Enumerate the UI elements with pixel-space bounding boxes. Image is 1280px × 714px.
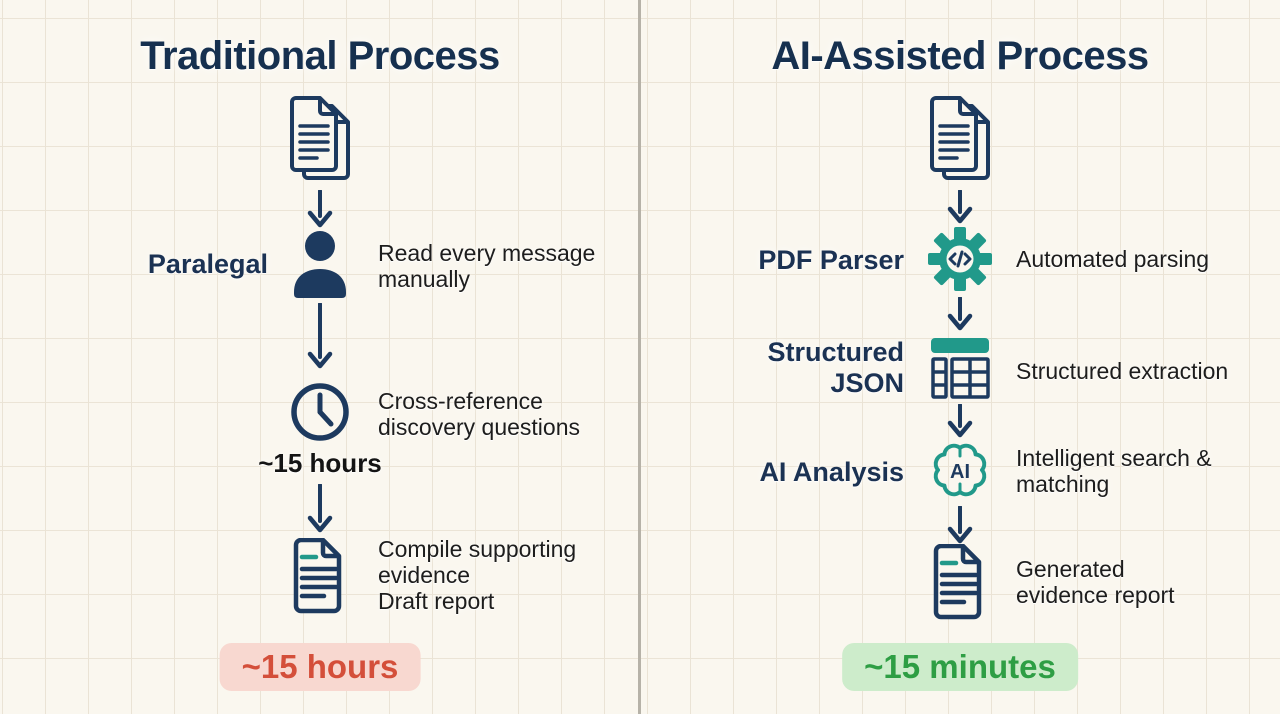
step-description: Compile supporting evidence Draft report xyxy=(378,536,593,614)
documents-stack-icon xyxy=(288,96,356,189)
person-icon xyxy=(290,230,350,303)
structured-json-label-text: Structured JSON xyxy=(767,337,904,399)
document-report-icon xyxy=(931,543,989,625)
down-arrow-icon xyxy=(947,403,973,443)
clock-icon xyxy=(289,381,351,448)
total-time-badge-ai: ~15 minutes xyxy=(842,643,1078,691)
down-arrow-icon xyxy=(307,189,333,233)
paralegal-label: Paralegal xyxy=(147,249,268,279)
structured-json-label: Structured JSON xyxy=(680,337,904,399)
right-column-title: AI-Assisted Process xyxy=(771,34,1149,78)
step-description: Read every message manually xyxy=(378,240,596,292)
table-icon xyxy=(930,336,990,405)
step-description: Automated parsing xyxy=(1016,246,1210,272)
document-report-icon xyxy=(291,537,349,619)
step-description: Cross-reference discovery questions xyxy=(378,388,580,440)
brain-ai-icon: AI xyxy=(927,438,993,507)
step-description: Structured extraction xyxy=(1016,358,1229,384)
column-divider xyxy=(638,0,641,714)
documents-stack-icon xyxy=(928,96,996,189)
down-arrow-icon xyxy=(947,505,973,549)
down-arrow-icon xyxy=(307,302,333,374)
step-description-line: Draft report xyxy=(378,588,495,614)
step-description: Generated evidence report xyxy=(1016,556,1175,608)
down-arrow-icon xyxy=(307,483,333,538)
ai-analysis-label: AI Analysis xyxy=(759,457,904,487)
clock-caption: ~15 hours xyxy=(258,448,382,478)
step-description-line: Compile supporting evidence xyxy=(378,536,577,588)
pdf-parser-label: PDF Parser xyxy=(758,245,904,275)
step-description: Intelligent search & matching xyxy=(1016,445,1212,497)
left-column-title: Traditional Process xyxy=(140,34,500,78)
down-arrow-icon xyxy=(947,189,973,229)
down-arrow-icon xyxy=(947,296,973,336)
total-time-badge-traditional: ~15 hours xyxy=(219,643,421,691)
brain-ai-text: AI xyxy=(950,461,970,483)
gear-code-icon xyxy=(928,227,992,296)
